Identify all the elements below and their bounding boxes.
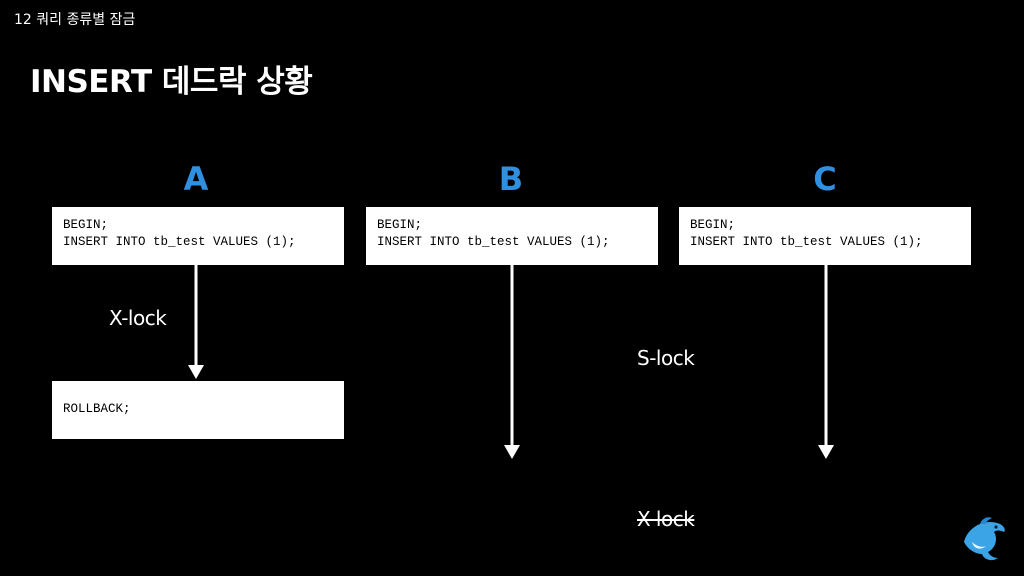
x-lock-label-struck: X-lock [637,507,695,531]
dolphin-icon [964,517,1005,561]
arrow-b-waiting [504,265,520,459]
transaction-a-label: A [183,160,209,198]
s-lock-label: S-lock [637,346,695,370]
code-line: BEGIN; [377,218,423,232]
x-lock-label-a: X-lock [109,306,167,330]
code-line: BEGIN; [690,218,736,232]
code-line: INSERT INTO tb_test VALUES (1); [377,235,610,249]
code-line: INSERT INTO tb_test VALUES (1); [63,235,296,249]
arrow-c-waiting [818,265,834,459]
breadcrumb: 12 쿼리 종류별 잠금 [14,12,136,28]
code-line: INSERT INTO tb_test VALUES (1); [690,235,923,249]
transaction-b-label: B [498,160,524,198]
page-title: INSERT 데드락 상황 [30,64,313,100]
transaction-b-code-box: BEGIN; INSERT INTO tb_test VALUES (1); [366,207,658,265]
arrow-a-to-rollback [188,265,204,379]
code-line: ROLLBACK; [63,402,131,416]
transaction-a-code-box: BEGIN; INSERT INTO tb_test VALUES (1); [52,207,344,265]
transaction-c-code-box: BEGIN; INSERT INTO tb_test VALUES (1); [679,207,971,265]
transaction-c-label: C [813,160,837,198]
rollback-code-box: ROLLBACK; [52,381,344,439]
code-line: BEGIN; [63,218,109,232]
